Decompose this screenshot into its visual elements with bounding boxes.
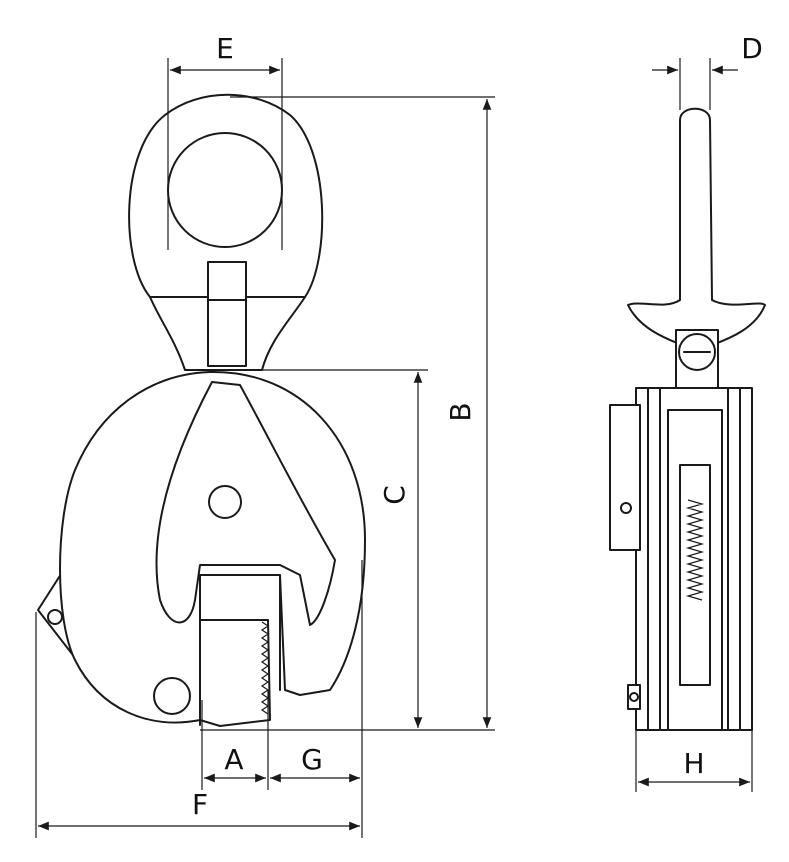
side-plate-left	[647, 387, 661, 731]
toothed-cam	[199, 619, 271, 727]
inner-plate	[155, 381, 336, 626]
eye-hole	[167, 132, 283, 248]
spring	[685, 499, 705, 601]
dimension-a-label: A	[224, 743, 243, 776]
cam-teeth	[260, 621, 270, 715]
eye-shank	[627, 107, 766, 346]
spring-housing	[679, 464, 711, 686]
side-box	[609, 404, 641, 551]
handle-knob	[153, 677, 191, 715]
dimension-lines: E D B C A G F H	[35, 32, 763, 838]
dimension-g-label: G	[301, 743, 323, 776]
swivel-top	[207, 261, 247, 301]
side-plate-right	[727, 387, 741, 731]
pivot-pin	[47, 609, 63, 625]
dimension-c-label: C	[378, 485, 411, 505]
dimension-e-label: E	[216, 32, 234, 65]
dimension-h-label: H	[683, 747, 704, 780]
dimension-d-label: D	[741, 32, 763, 65]
center-pin	[208, 485, 242, 519]
dimension-f-label: F	[192, 788, 208, 821]
side-view	[609, 107, 766, 731]
front-view	[37, 93, 366, 727]
dimension-b-label: B	[444, 402, 477, 421]
side-screw	[620, 502, 632, 514]
